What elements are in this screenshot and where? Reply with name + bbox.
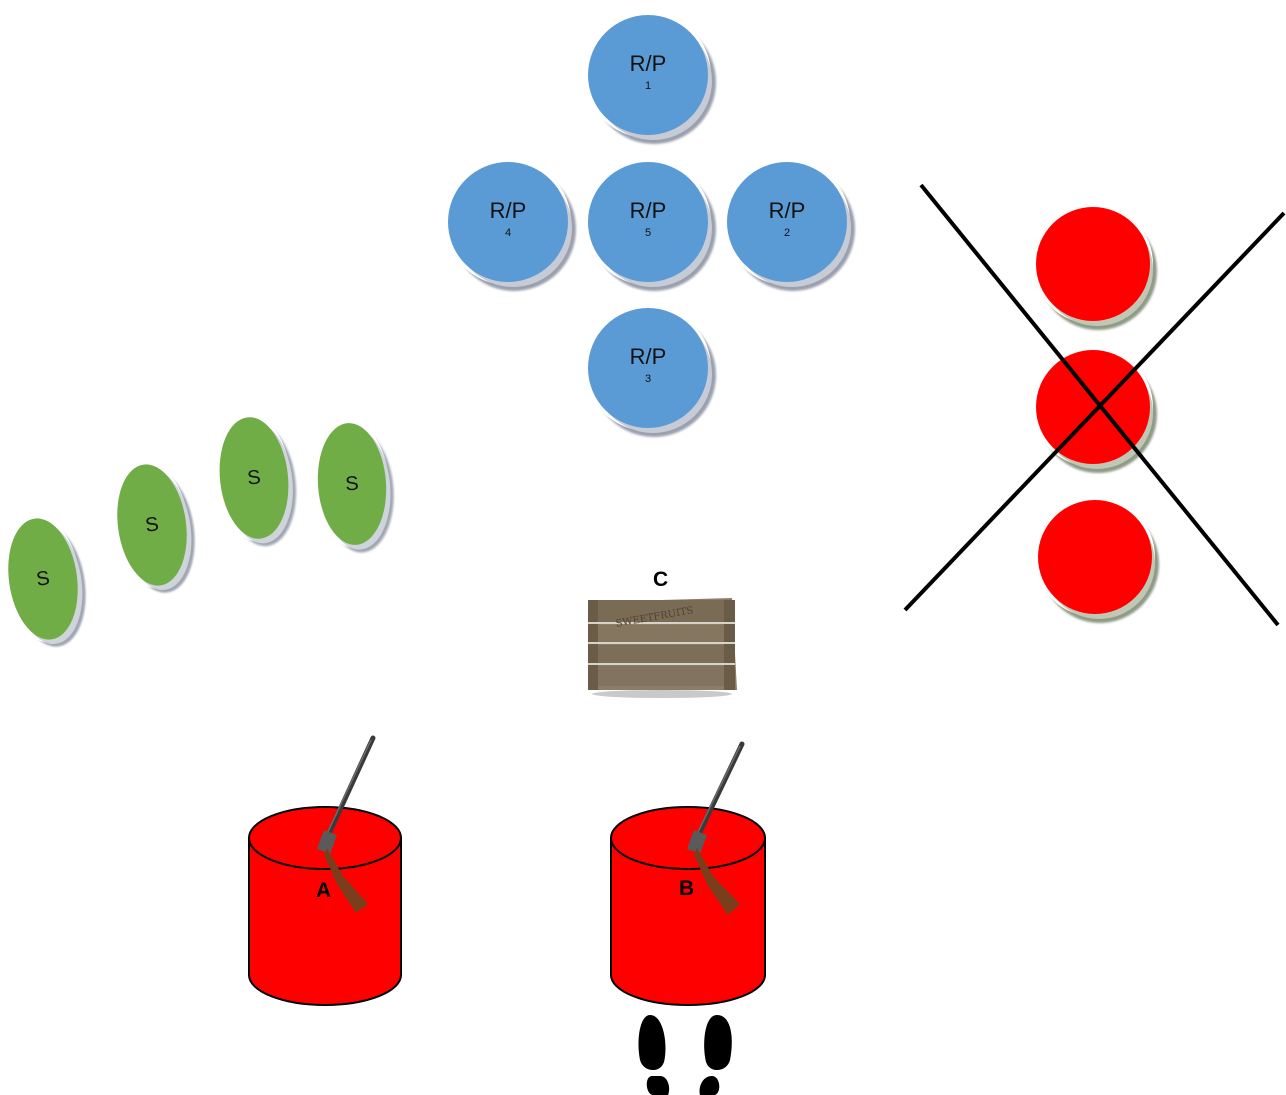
barrel-b-icon [610,806,766,1006]
excluded-target-top [1036,207,1150,321]
rp-target-5: R/P 5 [588,162,708,282]
rp-target-4: R/P 4 [448,162,568,282]
rp-target-2: R/P 2 [727,162,847,282]
rp-target-label: R/P [629,344,667,369]
rp-target-label: R/P [489,198,527,223]
rp-target-1: R/P 1 [588,15,708,135]
rp-target-number: 4 [504,227,512,239]
footprints-icon [638,1015,732,1095]
station-a-label: A [316,879,332,902]
excluded-target-bottom [1038,500,1152,614]
rp-target-label: R/P [768,198,806,223]
rp-target-label: R/P [629,51,667,76]
crate-icon: SWEETFRUITS [588,598,737,698]
station-b-label: B [679,877,695,900]
cross-out-icon [903,183,1286,627]
shotgun-icon [317,735,376,913]
rp-target-label: R/P [629,198,667,223]
rp-target-number: 5 [644,227,652,239]
rp-target-number: 3 [644,373,652,385]
rp-target-number: 2 [783,227,791,239]
rp-target-number: 1 [644,80,652,92]
crate-label: C [653,568,669,591]
shotgun-icon [687,741,745,915]
rp-target-3: R/P 3 [588,308,708,428]
